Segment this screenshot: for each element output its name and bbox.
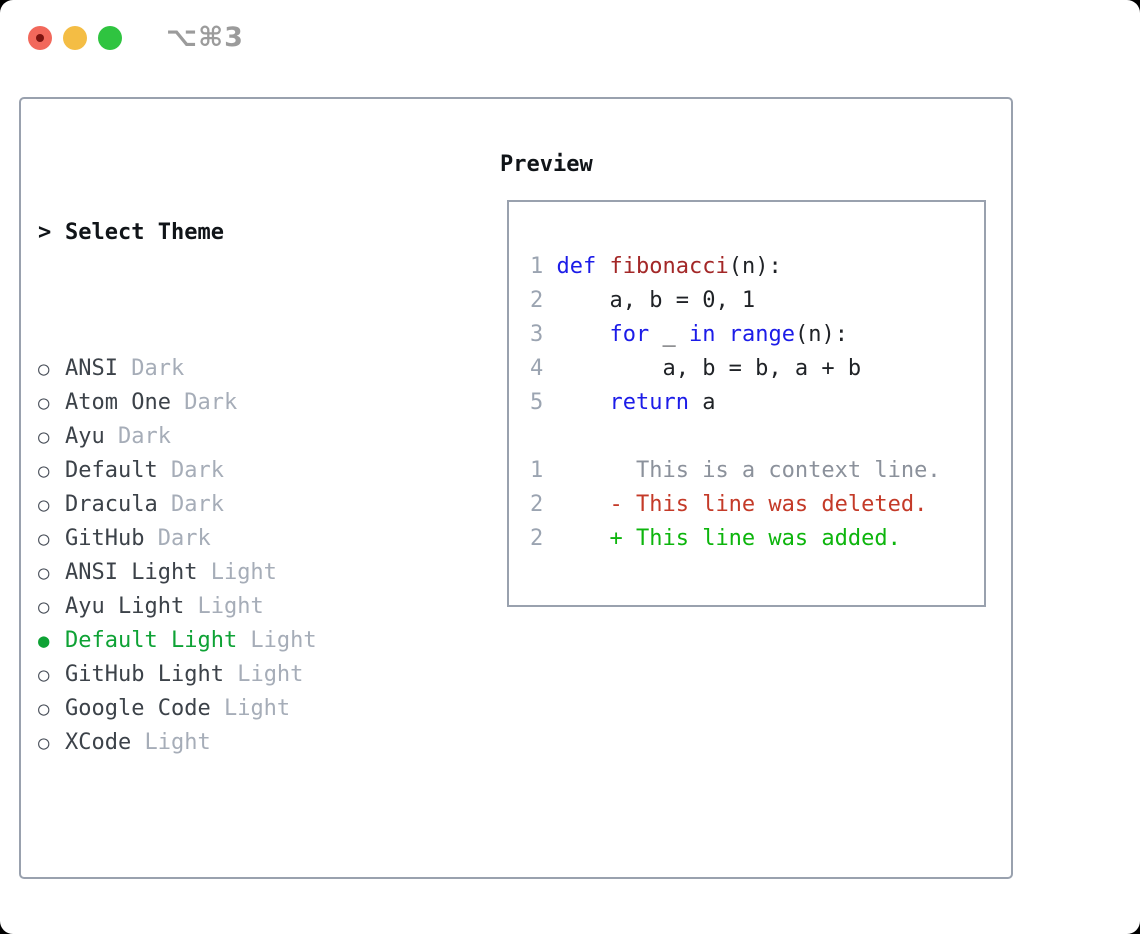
radio-unselected-icon: ○ (38, 460, 50, 482)
theme-name: XCode (65, 730, 132, 755)
theme-option-ayu-light[interactable]: ○ Ayu Light Light (38, 590, 409, 624)
theme-name: Google Code (65, 696, 211, 721)
radio-unselected-icon: ○ (38, 494, 50, 516)
theme-variant-badge: Light (131, 730, 211, 755)
code-segment: (n): (728, 254, 782, 279)
select-theme-header: > Select Theme (38, 216, 409, 250)
code-segment: This is a context line. (556, 458, 941, 483)
line-number: 1 (530, 254, 557, 279)
theme-name: ANSI Light (65, 560, 198, 585)
radio-unselected-icon: ○ (38, 732, 50, 754)
line-number: 5 (530, 390, 557, 415)
line-number: 2 (530, 288, 557, 313)
theme-item-list: ○ ANSI Dark ○ Atom One Dark ○ Ayu Dark ○ Defaul… (38, 352, 409, 760)
select-theme-header-label: Select Theme (65, 220, 224, 245)
theme-name: Ayu (65, 424, 105, 449)
theme-variant-badge: Dark (117, 356, 185, 381)
line-number: 1 (530, 458, 557, 483)
code-segment (557, 322, 610, 347)
theme-variant-badge: Dark (104, 424, 171, 449)
theme-option-ayu[interactable]: ○ Ayu Dark (38, 420, 409, 454)
theme-name: GitHub (65, 526, 145, 551)
radio-unselected-icon: ○ (38, 392, 50, 414)
code-segment: def (556, 254, 597, 279)
close-dot-icon (36, 34, 44, 42)
theme-option-ansi-light[interactable]: ○ ANSI Light Light (38, 556, 409, 590)
code-segment: for (609, 322, 650, 347)
theme-name: Dracula (65, 492, 158, 517)
radio-selected-icon: ● (38, 630, 50, 652)
preview-header-label: Preview (500, 152, 593, 177)
radio-unselected-icon: ○ (38, 664, 50, 686)
theme-option-dracula[interactable]: ○ Dracula Dark (38, 488, 409, 522)
blank-line (530, 420, 941, 454)
theme-name: Default (65, 458, 158, 483)
radio-unselected-icon: ○ (38, 358, 50, 380)
code-line: 2 - This line was deleted. (530, 488, 941, 522)
code-segment: in (688, 322, 716, 347)
theme-option-atom-one[interactable]: ○ Atom One Dark (38, 386, 409, 420)
code-segment: - This line was deleted. (556, 492, 928, 517)
code-line: 4 a, b = b, a + b (530, 352, 941, 386)
focus-caret-icon: > (38, 220, 52, 245)
line-number: 4 (530, 356, 557, 381)
code-line: 5 return a (530, 386, 941, 420)
theme-name: GitHub Light (65, 662, 224, 687)
theme-option-github[interactable]: ○ GitHub Dark (38, 522, 409, 556)
code-line: 3 for _ in range(n): (530, 318, 941, 352)
radio-unselected-icon: ○ (38, 528, 50, 550)
line-number: 2 (530, 492, 557, 517)
theme-option-xcode[interactable]: ○ XCode Light (38, 726, 409, 760)
code-segment (557, 390, 610, 415)
theme-variant-badge: Light (184, 594, 264, 619)
code-segment: (n): (794, 322, 848, 347)
theme-option-ansi[interactable]: ○ ANSI Dark (38, 352, 409, 386)
code-segment: fibonacci (596, 254, 729, 279)
theme-option-default-light[interactable]: ● Default Light Light (38, 624, 409, 658)
theme-option-google-code[interactable]: ○ Google Code Light (38, 692, 409, 726)
theme-name: Atom One (65, 390, 171, 415)
code-segment: _ (649, 322, 689, 347)
theme-variant-badge: Dark (157, 458, 224, 483)
theme-name: Default Light (65, 628, 238, 653)
code-line: 1 This is a context line. (530, 454, 941, 488)
theme-selector-panel: > Select Theme ○ ANSI Dark ○ Atom One Dark ○ A… (19, 97, 1013, 879)
code-segment: + This line was added. (556, 526, 901, 551)
line-number: 2 (530, 526, 557, 551)
theme-name: Ayu Light (65, 594, 185, 619)
minimize-button[interactable] (63, 26, 87, 50)
radio-unselected-icon: ○ (38, 698, 50, 720)
spacer (38, 862, 409, 896)
code-line: 1 def fibonacci(n): (530, 250, 941, 284)
code-segment: range (728, 322, 795, 347)
theme-variant-badge: Light (223, 662, 304, 687)
zoom-button[interactable] (98, 26, 122, 50)
line-number: 3 (530, 322, 557, 347)
code-line: 2 + This line was added. (530, 522, 941, 556)
radio-unselected-icon: ○ (38, 426, 50, 448)
theme-variant-badge: Light (197, 560, 277, 585)
left-column: > Select Theme ○ ANSI Dark ○ Atom One Dark ○ A… (38, 148, 409, 934)
radio-unselected-icon: ○ (38, 562, 50, 584)
code-segment: a, b = b, a + b (556, 356, 862, 381)
theme-option-default[interactable]: ○ Default Dark (38, 454, 409, 488)
radio-unselected-icon: ○ (38, 596, 50, 618)
theme-variant-badge: Light (210, 696, 291, 721)
window-title: ⌥⌘3 (166, 22, 244, 53)
theme-variant-badge: Dark (144, 526, 211, 551)
close-button[interactable] (28, 26, 52, 50)
code-segment: a (688, 390, 716, 415)
code-segment: a, b = 0, 1 (556, 288, 756, 313)
code-segment: return (609, 390, 689, 415)
code-line: 2 a, b = 0, 1 (530, 284, 941, 318)
theme-variant-badge: Dark (157, 492, 224, 517)
theme-variant-badge: Light (237, 628, 317, 653)
theme-option-github-light[interactable]: ○ GitHub Light Light (38, 658, 409, 692)
theme-name: ANSI (65, 356, 118, 381)
code-segment (715, 322, 728, 347)
theme-variant-badge: Dark (170, 390, 238, 415)
titlebar: ⌥⌘3 (0, 0, 1140, 76)
